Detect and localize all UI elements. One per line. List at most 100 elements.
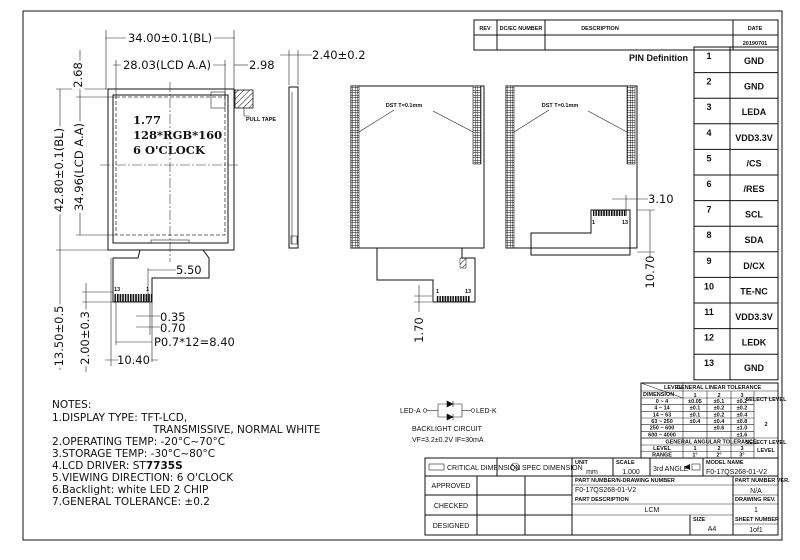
tol-value: ±0.05: [688, 399, 702, 405]
backlight-title: BACKLIGHT CIRCUIT: [412, 426, 483, 433]
dim-thickness: 2.40±0.2: [312, 48, 366, 62]
tol-select-level: SELECT LEVEL: [746, 397, 788, 403]
pin-table-border: [693, 46, 779, 381]
pin-name: SDA: [744, 235, 764, 245]
dst-label-b: DST T=0.1mm: [542, 103, 579, 109]
pin-number: 9: [706, 256, 711, 266]
pin-name: /RES: [743, 184, 764, 194]
unit-label: UNIT: [575, 460, 588, 466]
pin-number: 11: [704, 307, 714, 317]
pin-number: 6: [706, 179, 711, 189]
tol-range: 63 ~ 250: [651, 419, 673, 425]
tol-level-header: 2: [717, 393, 720, 399]
drawing-rev: 1: [754, 507, 758, 514]
tol-value: ±0.6: [714, 426, 725, 432]
pin-name: TE-NC: [740, 286, 768, 296]
pull-tape-label: PULL TAPE: [246, 117, 276, 123]
pin-name: GND: [744, 363, 765, 373]
pin-number: 12: [704, 333, 714, 343]
approved-label: APPROVED: [432, 483, 471, 490]
back-view-a: DST T=0.1mm 1 13 1.70: [350, 85, 485, 343]
dim-pad-width: 0.35: [160, 310, 186, 324]
pin-name: GND: [744, 56, 765, 66]
back-a-pin-1: 1: [436, 289, 439, 295]
backlight-circuit: LED-A LED-K BACKLIGHT CIRCUIT VF=3.2±0.2…: [400, 400, 497, 444]
pin-number: 10: [704, 281, 714, 291]
critical-dimension-label: CRITICAL DIMENSION: [447, 465, 520, 472]
model-name-label: MODEL NAME: [706, 460, 744, 466]
dim-fpc-width: 10.40: [117, 353, 150, 367]
pin-number: 5: [706, 153, 711, 163]
led-anode-label: LED-A: [400, 408, 421, 415]
note-line: 3.STORAGE TEMP: -30°C~80°C: [52, 448, 215, 460]
pin-number: 8: [706, 230, 711, 240]
tol-level-header: 3: [740, 393, 743, 399]
tol-angular-level-value: 2: [717, 446, 720, 452]
tol-angular-selected: LEVEL: [757, 448, 775, 454]
tol-range: 600 ~ 4000: [648, 432, 676, 438]
tol-angular-value: 1°: [692, 453, 697, 459]
critical-dimension-icon: [428, 463, 445, 471]
tol-angular-title: GENERAL ANGULAR TOLERANCE: [665, 440, 757, 446]
tol-selected: 2: [764, 422, 767, 428]
pin-number: 3: [706, 102, 711, 112]
note-line: 4.LCD DRIVER: ST7735S: [52, 460, 183, 472]
pin-name: VDD3.3V: [735, 133, 773, 143]
dim-back-b: 3.10: [648, 192, 674, 206]
dim-back-a: 1.70: [412, 317, 426, 343]
dcec-header: DC/EC NUMBER: [500, 26, 543, 32]
dim-pitch-total: P0.7*12=8.40: [154, 335, 235, 349]
tol-angular-level-value: 3: [740, 446, 743, 452]
scale-value: 1.000: [622, 469, 640, 476]
dim-width-bl: 34.00±0.1(BL): [128, 31, 212, 45]
sheet-number: 1of1: [749, 527, 763, 534]
dim-fpc-offset: 5.50: [176, 263, 202, 277]
pin-number: 4: [706, 128, 711, 138]
front-view: PULL TAPE 1.77 128*RGB*160 6 O'CLOCK 13 …: [50, 28, 276, 372]
dst-label-a: DST T=0.1mm: [386, 103, 423, 109]
size-label: SIZE: [693, 517, 706, 523]
tol-range: 0 ~ 4: [656, 399, 669, 405]
tol-value: ±0.2: [737, 399, 748, 405]
rev-header: REV: [479, 26, 491, 32]
note-line: TRANSMISSIVE, NORMAL WHITE: [152, 424, 320, 436]
part-number: F0-17QS268-01-V2: [575, 487, 636, 494]
tol-range: 4 ~ 14: [654, 406, 670, 412]
drawing-rev-label: DRAWING REV.: [735, 497, 776, 503]
led-diode-icon: [446, 413, 454, 421]
tol-value: ±1.0: [737, 426, 748, 432]
projection-label: 3rd ANGLE: [653, 466, 689, 473]
dim-back-c: 10.70: [643, 256, 657, 289]
pin-name: GND: [744, 82, 765, 92]
part-number-ver-label: PART NUMBER VER.: [735, 478, 790, 484]
dim-height-aa: 34.96(LCD A.A): [72, 123, 86, 211]
revision-date: 20190701: [743, 41, 767, 47]
pin-name: D/CX: [743, 261, 765, 271]
pin-name: /CS: [746, 158, 761, 168]
led-cathode-label: LED-K: [476, 408, 497, 415]
note-line: 1.DISPLAY TYPE: TFT-LCD,: [52, 412, 187, 424]
tol-value: ±0.1: [690, 406, 701, 412]
tol-angular-level: LEVEL: [653, 446, 671, 452]
tol-value: ±0.2: [714, 412, 725, 418]
part-number-ver: N/A: [750, 488, 762, 495]
tol-range: 14 ~ 63: [653, 412, 672, 418]
dim-top-offset: 2.68: [71, 62, 85, 88]
note-line: 2.OPERATING TEMP: -20°C~70°C: [52, 436, 225, 448]
pin-number: 7: [706, 205, 711, 215]
tol-angular-level-value: 1: [693, 446, 696, 452]
tol-value: ±0.4: [737, 412, 749, 418]
tol-angular-range: RANGE: [652, 453, 672, 459]
display-resolution: 128*RGB*160: [133, 128, 222, 142]
dim-pad-length: 2.00±0.3: [78, 311, 92, 365]
tol-value: ±0.2: [714, 406, 725, 412]
unit-value: mm: [586, 469, 598, 476]
note-line: 6.Backlight: white LED 2 CHIP: [52, 484, 208, 496]
dim-width-aa: 28.03(LCD A.A): [123, 58, 211, 72]
fpc-pin-1: 1: [146, 287, 149, 293]
tol-value: ±1.6: [737, 432, 748, 438]
display-viewing: 6 O'CLOCK: [133, 143, 206, 157]
sheet-number-label: SHEET NUMBER: [735, 517, 779, 523]
date-header: DATE: [748, 26, 763, 32]
